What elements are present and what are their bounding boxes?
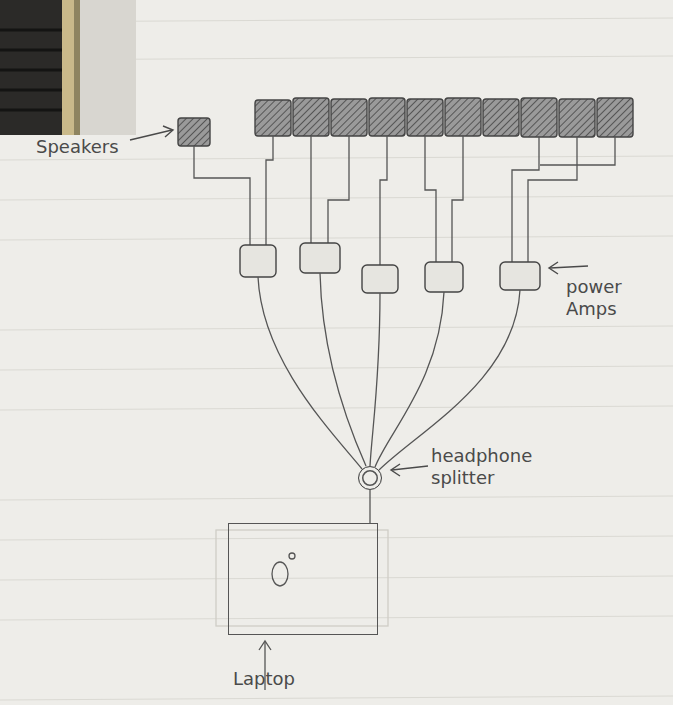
node-label: headphone splitter — [431, 445, 571, 489]
power-amp-boxes — [240, 243, 540, 293]
callout-label: Speakers — [36, 136, 131, 158]
amp-wires — [258, 273, 520, 470]
leader-arrow — [391, 464, 428, 476]
photo-inset — [0, 0, 136, 135]
speaker-boxes — [178, 98, 633, 146]
callout-label: power Amps — [566, 276, 666, 320]
leader-arrow — [549, 262, 588, 274]
splitter-circle: headphone splitter — [358, 466, 382, 490]
cable-connector — [370, 490, 371, 523]
laptop-box: Laptop — [228, 523, 378, 635]
node-label: Laptop — [233, 668, 313, 690]
laptop-details — [216, 530, 388, 690]
leader-arrow — [130, 126, 173, 140]
